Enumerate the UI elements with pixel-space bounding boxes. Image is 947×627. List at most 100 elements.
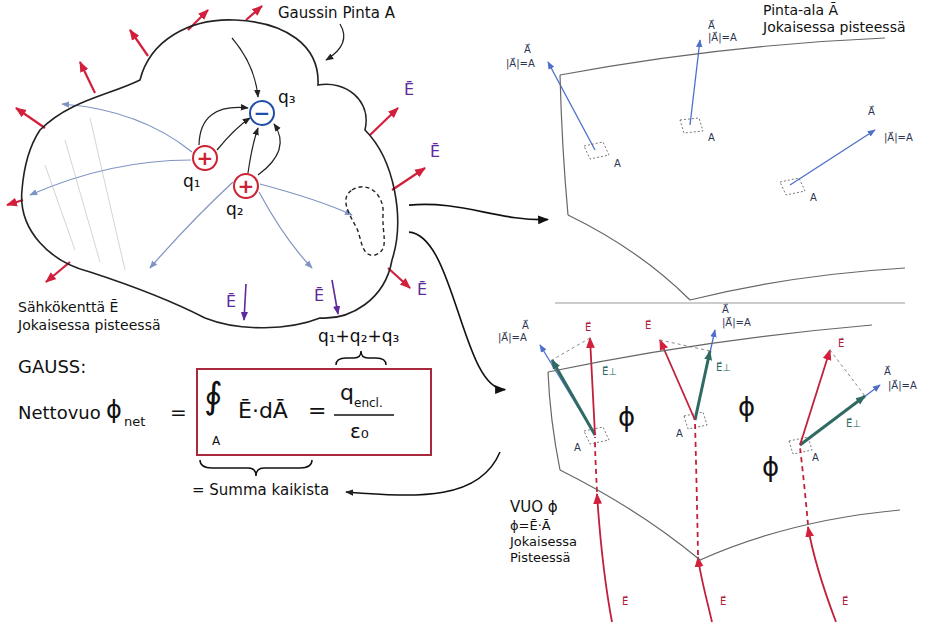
text-slot: +: [191, 144, 219, 172]
text-slot: |A⃗|=A: [884, 132, 913, 144]
positive-charge: +q₂: [232, 172, 260, 200]
text-slot: net: [124, 414, 145, 430]
vector-label: E⃗⊥: [716, 362, 731, 374]
heading: GAUSS:: [18, 356, 86, 378]
area-label: A: [708, 132, 715, 144]
surface-name: Gaussin Pinta A: [278, 4, 395, 22]
text-slot: ∮: [204, 378, 223, 414]
charge-label: q₂: [226, 199, 244, 219]
text-slot: |A⃗|=A: [498, 332, 527, 344]
vector-label: A⃗: [524, 44, 531, 56]
text-slot: Nettovuo: [18, 402, 101, 424]
formula-term: ε₀: [350, 420, 369, 442]
text-slot: q: [340, 382, 354, 404]
text-slot: E⃗: [720, 596, 726, 608]
text-slot: −: [248, 99, 276, 127]
panel-heading: Pinta-ala Ā Jokaisessa pisteessä: [763, 2, 908, 36]
text-slot: E⃗: [622, 596, 628, 608]
text-slot: |A⃗|=A: [722, 317, 751, 329]
vector-label: A⃗: [708, 20, 715, 32]
divider-line: [555, 303, 905, 304]
text-slot: A⃗: [884, 366, 891, 378]
field-symbol: Ē: [430, 142, 440, 161]
text-slot: Ē: [430, 142, 440, 161]
text-slot: A: [212, 434, 220, 448]
flux-symbol: ϕ: [618, 402, 635, 433]
area-vectors: [540, 330, 880, 445]
text-slot: A⃗: [522, 320, 529, 332]
vector-label: |A⃗|=A: [722, 317, 751, 329]
field-symbol: Ē: [314, 286, 324, 305]
vector-label: A⃗: [884, 366, 891, 378]
gaussian-surface: Gaussin Pinta A+q₁+q₂−q₃: [14, 4, 409, 342]
text-slot: VUO ϕ: [510, 498, 558, 516]
text-slot: E⃗⊥: [602, 366, 617, 378]
field-symbol: Ē: [417, 280, 427, 299]
text-slot: GAUSS:: [18, 356, 86, 378]
vector-label: E⃗: [645, 320, 651, 332]
vector-label: E⃗: [720, 596, 726, 608]
text-slot: =: [308, 398, 326, 424]
text-slot: +: [232, 172, 260, 200]
charge-label: q₁: [183, 171, 201, 191]
area-label: A: [676, 428, 683, 440]
text-slot: E⃗⊥: [846, 418, 861, 430]
negative-charge: −q₃: [248, 99, 276, 127]
text-slot: A⃗: [868, 106, 875, 118]
vector-label: E⃗: [622, 596, 628, 608]
fraction-bar: [334, 414, 394, 416]
formula-term: Nettovuo: [18, 402, 101, 424]
flux-symbol: ϕ: [738, 392, 755, 423]
text-slot: A: [614, 158, 621, 170]
field-note: Sähkökenttä Ē Jokaisessa pisteessä: [18, 298, 163, 334]
area-elements: [584, 118, 812, 454]
pointer-arrow: [346, 452, 500, 495]
text-slot: |A⃗|=A: [506, 58, 535, 70]
blob-outline: [14, 4, 409, 342]
vector-label: |A⃗|=A: [888, 380, 917, 392]
connector-arrow: [409, 204, 548, 219]
panel-note: ϕ=Ē·Ā Jokaisessa Pisteessä: [510, 518, 523, 566]
brace: [200, 460, 312, 476]
charge-label: q₃: [278, 87, 296, 107]
field-vectors: [590, 338, 830, 445]
equals-sign: =: [308, 398, 326, 424]
vector-label: A⃗: [522, 320, 529, 332]
text-slot: Ē: [226, 292, 236, 311]
text-slot: ϕ: [106, 396, 122, 425]
area-label: A: [574, 442, 581, 454]
integral-sign: ∮: [204, 378, 223, 414]
flux-panel: VUO ϕ ϕ=Ē·Ā Jokaisessa Pisteessä: [505, 308, 910, 622]
subscript: encl.: [354, 396, 383, 410]
text-slot: encl.: [354, 396, 383, 410]
area-vectors: [548, 40, 875, 185]
gauss-law-box: ∮ A Ē·dĀ = qencl. ε₀: [196, 368, 432, 456]
text-slot: A: [810, 192, 817, 204]
vector-label: E⃗: [842, 596, 848, 608]
panel-outline: [505, 308, 910, 622]
text-slot: Ē: [417, 280, 427, 299]
text-slot: E⃗: [645, 320, 651, 332]
text-slot: ϕ: [738, 392, 755, 423]
subscript: net: [124, 414, 145, 430]
formula-term: Ē·dĀ: [238, 398, 288, 424]
text-slot: =: [170, 400, 187, 424]
surface-patch: [346, 187, 384, 255]
field-lines: [30, 104, 352, 268]
vector-label: A⃗: [868, 106, 875, 118]
formula-term: q: [340, 382, 354, 404]
positive-charge: +q₁: [191, 144, 219, 172]
area-panel: Pinta-ala Ā Jokaisessa pisteessä: [548, 2, 905, 300]
text-slot: A⃗: [708, 20, 715, 32]
text-slot: E⃗⊥: [716, 362, 731, 374]
projection-lines: [552, 338, 865, 396]
text-slot: ϕ=Ē·Ā Jokaisessa Pisteessä: [510, 518, 523, 566]
field-symbol: Ē: [404, 80, 414, 99]
vector-label: E⃗⊥: [602, 366, 617, 378]
text-slot: A: [812, 452, 819, 464]
vector-label: |A⃗|=A: [708, 32, 737, 44]
field-symbol: Ē: [226, 292, 236, 311]
formula-symbol: ϕ: [106, 396, 122, 425]
vector-label: E⃗: [585, 322, 591, 334]
